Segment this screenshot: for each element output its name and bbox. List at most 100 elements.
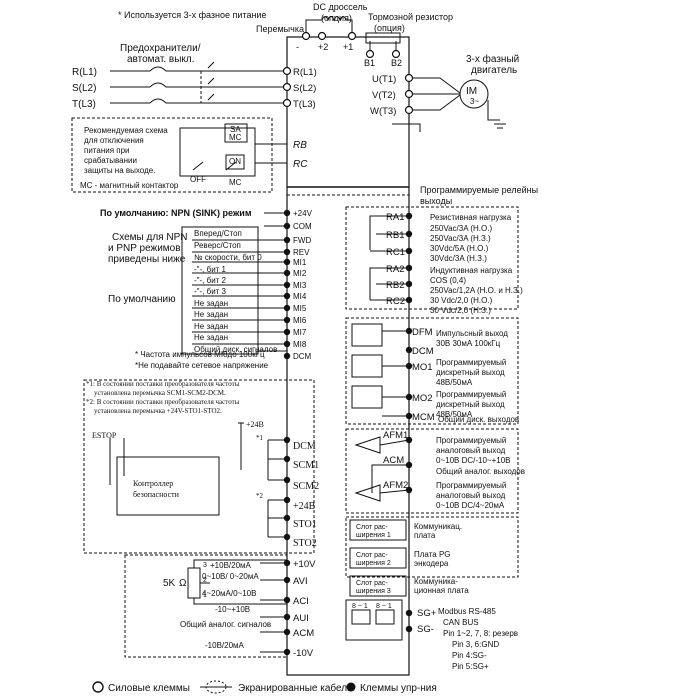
ao-terminal-1 bbox=[405, 461, 413, 469]
ai-terminal-2 bbox=[283, 596, 291, 604]
schemes-2: и PNP режимов bbox=[108, 243, 181, 254]
rb-rc-lines bbox=[255, 143, 287, 164]
di-terminal-11 bbox=[283, 340, 291, 348]
terminal-tl3 bbox=[282, 98, 292, 108]
ao-label-3: 0~10В DC/-10~+10В bbox=[436, 456, 511, 465]
bus-plus1: +1 bbox=[343, 42, 353, 52]
sg-minus: SG- bbox=[417, 624, 434, 635]
brake-resistor-body bbox=[365, 32, 401, 44]
terminal-b1 bbox=[365, 49, 375, 59]
slot1-line2: ширения 1 bbox=[356, 532, 391, 539]
relay-terminal-3 bbox=[405, 264, 413, 272]
relay1-desc-1: Резистивная нагрузка bbox=[430, 213, 512, 222]
ai-label-5: Общий аналог. сигналов bbox=[180, 620, 271, 629]
protection-box bbox=[71, 117, 273, 193]
relay2-desc-3: 250Vac/1,2A (Н.О. и Н.З.) bbox=[430, 286, 523, 295]
ai-terminal-label-1: AVI bbox=[293, 576, 308, 587]
analog-output-wiring bbox=[371, 439, 410, 494]
protection-text-2: для отключения bbox=[84, 136, 144, 145]
comm-line-5: Pin 4:SG- bbox=[452, 651, 487, 660]
slot1-desc-1: Коммуникац. bbox=[414, 522, 462, 531]
relay1-wiring bbox=[369, 215, 409, 252]
motor-label: 3-х фазный bbox=[466, 53, 519, 65]
di-label-4: -"-, бит 2 bbox=[194, 276, 227, 285]
rj45-port-2 bbox=[375, 609, 395, 625]
fuses-label-2: автомат. выкл. bbox=[127, 54, 195, 65]
di-terminal-9 bbox=[283, 316, 291, 324]
ai-label-3: 4~20мА/0~10В bbox=[202, 589, 256, 598]
di-label-6: Не задан bbox=[194, 299, 228, 308]
di-terminal-2 bbox=[283, 236, 291, 244]
protection-text-5: защиты на выходе. bbox=[84, 166, 155, 175]
safety-term-scm1: SCM1 bbox=[293, 460, 319, 471]
relay2-wiring bbox=[369, 267, 409, 301]
input-s-left: S(L2) bbox=[72, 83, 96, 94]
sg-minus-terminal bbox=[405, 625, 413, 633]
input-t-left: T(L3) bbox=[72, 99, 96, 110]
ai-terminal-label-5: -10V bbox=[293, 648, 314, 659]
off-on-contacts bbox=[192, 161, 237, 171]
pot-ohm: Ω bbox=[179, 578, 187, 589]
terminal-wt3 bbox=[404, 105, 414, 115]
legend-control-icon bbox=[346, 682, 356, 692]
com-lines bbox=[264, 212, 287, 227]
legend-power: Силовые клеммы bbox=[108, 683, 190, 694]
safety-controller-box bbox=[116, 456, 220, 516]
slot-1-box bbox=[349, 519, 407, 541]
di-terminal-label-0: +24V bbox=[293, 209, 313, 218]
di-terminal-6 bbox=[283, 281, 291, 289]
safety-terminal-lines bbox=[268, 439, 287, 538]
do-label-6: Программируемый bbox=[436, 390, 506, 399]
di-terminal-3 bbox=[283, 248, 291, 256]
safety-terminal-3 bbox=[283, 496, 291, 504]
pot-pin-2: 2 bbox=[203, 577, 207, 584]
dc-choke-option: (опция) bbox=[321, 13, 352, 23]
ai-terminal-label-0: +10V bbox=[293, 559, 316, 570]
choke-wire-right bbox=[346, 19, 353, 36]
ao-label-1: Программируемый bbox=[436, 436, 506, 445]
do-label-9: Общий диск. выходов bbox=[438, 415, 519, 424]
di-terminal-label-8: MI5 bbox=[293, 304, 307, 313]
relay-terminal-label-3: RA2 bbox=[386, 264, 404, 275]
do-label-8: 48В/50мА bbox=[436, 410, 473, 419]
relay-box bbox=[345, 206, 519, 310]
do-terminal-label-4: MCM bbox=[412, 412, 435, 423]
schemes-1: Схемы для NPN bbox=[112, 232, 188, 243]
do-terminal-0 bbox=[405, 327, 413, 335]
safety-term-dcm: DCM bbox=[293, 441, 316, 452]
comm-line-4: Pin 3, 6:GND bbox=[452, 640, 499, 649]
do-label-7: дискретный выход bbox=[436, 400, 505, 409]
di-terminal-label-1: COM bbox=[293, 222, 312, 231]
safety-terminal-4 bbox=[283, 514, 291, 522]
protection-loop bbox=[179, 127, 256, 177]
relay2-desc-4: 30 Vdc/2,0 (Н.О.) bbox=[430, 296, 493, 305]
terminal-minus bbox=[301, 31, 311, 41]
relay1-desc-4: 30Vdc/5A (Н.О.) bbox=[430, 244, 489, 253]
safety-note1-b: установлена перемычка SCM1-SCM2-DCM. bbox=[94, 389, 226, 397]
rj45-pins-2: 8 ~ 1 bbox=[376, 603, 392, 610]
default-mode: По умолчанию: NPN (SINK) режим bbox=[100, 208, 252, 218]
slot-3-box bbox=[349, 575, 407, 597]
mark-2: *2 bbox=[256, 492, 264, 500]
terminal-vt2 bbox=[404, 89, 414, 99]
do-terminal-label-1: DCM bbox=[412, 346, 434, 357]
relay-terminal-1 bbox=[405, 230, 413, 238]
di-terminal-8 bbox=[283, 304, 291, 312]
di-label-3: -"-, бит 1 bbox=[194, 265, 227, 274]
di-label-0: Вперед/Стоп bbox=[194, 229, 242, 238]
analog-output-symbols bbox=[354, 436, 381, 502]
optocoupler-3 bbox=[351, 385, 383, 409]
controller-label-2: безопасности bbox=[133, 490, 180, 499]
digital-input-group bbox=[181, 226, 259, 355]
legend-shield-icon bbox=[200, 680, 232, 694]
safety-terminal-0 bbox=[283, 436, 291, 444]
di-terminal-label-9: MI6 bbox=[293, 316, 307, 325]
slots-box bbox=[345, 516, 519, 578]
input-r-right: R(L1) bbox=[293, 67, 317, 78]
di-terminal-label-11: MI8 bbox=[293, 340, 307, 349]
do-label-2: 30В 30мА 100кГц bbox=[436, 339, 501, 348]
pulse-note: * Частота импульсов MI8до 100кГц bbox=[135, 350, 265, 359]
mc-label-bottom: MC bbox=[229, 178, 242, 187]
ao-terminal-label-2: AFM2 bbox=[383, 480, 408, 491]
ao-terminal-2 bbox=[405, 486, 413, 494]
